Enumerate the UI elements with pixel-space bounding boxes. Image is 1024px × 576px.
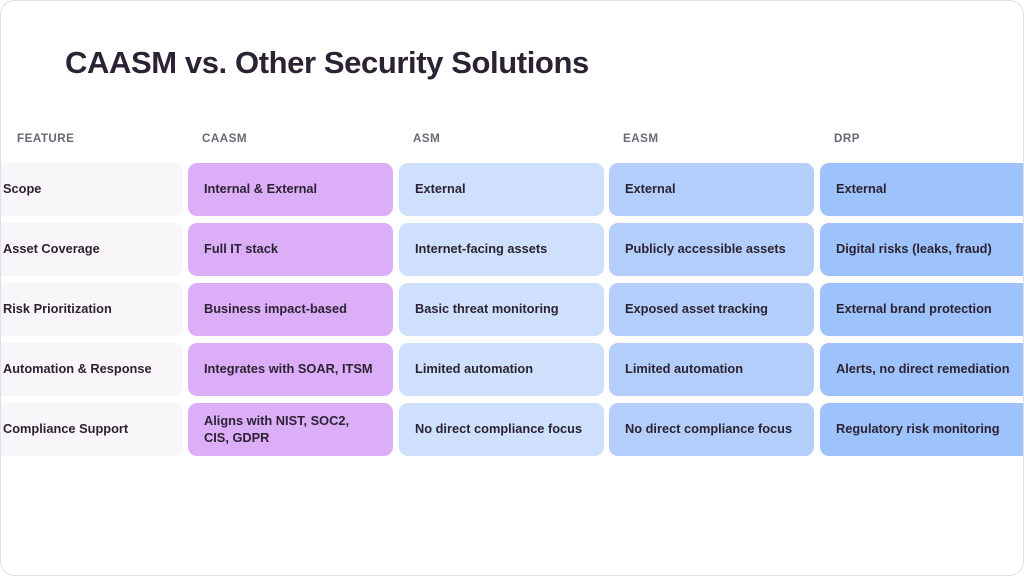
- asm-cell: No direct compliance focus: [399, 403, 604, 456]
- easm-cell: No direct compliance focus: [609, 403, 814, 456]
- column-header-drp: DRP: [834, 132, 860, 145]
- column-header-feature: FEATURE: [17, 132, 75, 145]
- asm-cell: Internet-facing assets: [399, 223, 604, 276]
- easm-cell: Publicly accessible assets: [609, 223, 814, 276]
- feature-cell: Asset Coverage: [1, 223, 183, 276]
- table-row: Risk Prioritization Business impact-base…: [1, 283, 1023, 343]
- easm-cell: External: [609, 163, 814, 216]
- feature-cell: Scope: [1, 163, 183, 216]
- asm-cell: Limited automation: [399, 343, 604, 396]
- feature-cell: Compliance Support: [1, 403, 183, 456]
- table-row: Compliance Support Aligns with NIST, SOC…: [1, 403, 1023, 463]
- feature-cell: Automation & Response: [1, 343, 183, 396]
- asm-cell: Basic threat monitoring: [399, 283, 604, 336]
- comparison-table: FEATURE CAASM ASM EASM DRP Scope Interna…: [1, 132, 1023, 463]
- drp-cell: Digital risks (leaks, fraud): [820, 223, 1023, 276]
- caasm-cell: Business impact-based: [188, 283, 393, 336]
- column-header-easm: EASM: [623, 132, 659, 145]
- caasm-cell: Aligns with NIST, SOC2, CIS, GDPR: [188, 403, 393, 456]
- drp-cell: Regulatory risk monitoring: [820, 403, 1023, 456]
- asm-cell: External: [399, 163, 604, 216]
- easm-cell: Exposed asset tracking: [609, 283, 814, 336]
- caasm-cell: Full IT stack: [188, 223, 393, 276]
- table-row: Automation & Response Integrates with SO…: [1, 343, 1023, 403]
- drp-cell: External brand protection: [820, 283, 1023, 336]
- drp-cell: External: [820, 163, 1023, 216]
- column-header-asm: ASM: [413, 132, 441, 145]
- table-row: Asset Coverage Full IT stack Internet-fa…: [1, 223, 1023, 283]
- column-header-caasm: CAASM: [202, 132, 248, 145]
- feature-cell: Risk Prioritization: [1, 283, 183, 336]
- table-header-row: FEATURE CAASM ASM EASM DRP: [1, 132, 1023, 163]
- page-title: CAASM vs. Other Security Solutions: [65, 45, 589, 80]
- caasm-cell: Integrates with SOAR, ITSM: [188, 343, 393, 396]
- caasm-cell: Internal & External: [188, 163, 393, 216]
- drp-cell: Alerts, no direct remediation: [820, 343, 1023, 396]
- table-row: Scope Internal & External External Exter…: [1, 163, 1023, 223]
- easm-cell: Limited automation: [609, 343, 814, 396]
